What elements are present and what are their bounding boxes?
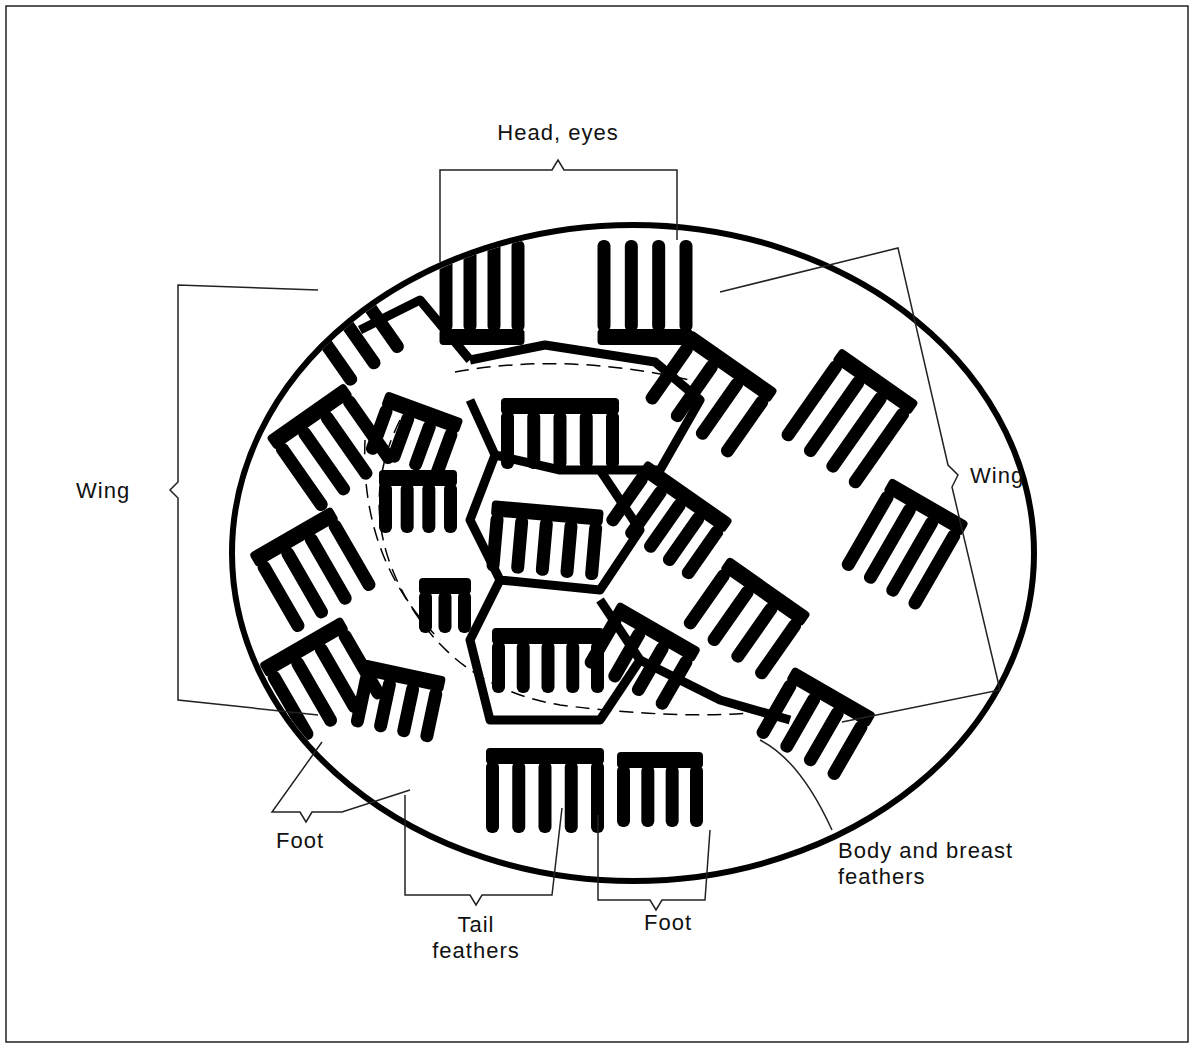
comb-finger: [652, 240, 665, 332]
motif-outline: [470, 580, 640, 720]
comb-motif: [301, 280, 406, 388]
comb-bar: [301, 280, 368, 333]
dashed-guide: [455, 364, 690, 380]
comb-finger: [566, 641, 579, 693]
comb-finger: [719, 393, 771, 459]
callout-bracket: [170, 285, 318, 715]
comb-finger: [492, 641, 505, 693]
part-label: Tail feathers: [426, 912, 526, 965]
dashed-guide: [365, 440, 440, 640]
comb-motif: [617, 752, 703, 827]
comb-bar: [379, 470, 457, 486]
comb-finger: [512, 761, 525, 833]
comb-finger: [336, 628, 386, 702]
comb-finger: [824, 390, 889, 475]
comb-finger: [439, 591, 452, 633]
motif-outline: [470, 455, 640, 590]
comb-finger: [825, 719, 869, 783]
comb-motif: [486, 500, 604, 580]
comb-finger: [666, 765, 679, 827]
comb-finger: [617, 765, 630, 827]
part-label: Wing: [76, 478, 176, 504]
comb-motif: [840, 478, 969, 612]
comb-motif: [604, 460, 733, 582]
comb-finger: [486, 761, 499, 833]
callout-bracket: [440, 160, 677, 262]
comb-motif: [779, 348, 919, 491]
callout-bracket: [720, 248, 1000, 722]
part-label: Body and breast feathers: [838, 838, 1053, 891]
comb-motif: [440, 240, 525, 345]
callout-bracket: [272, 742, 410, 822]
comb-finger: [554, 411, 567, 469]
comb-finger: [511, 515, 529, 574]
comb-finger: [407, 419, 437, 472]
bowl-rim: [232, 225, 1034, 881]
comb-finger: [560, 520, 578, 579]
callout-bracket: [760, 740, 832, 830]
part-label: Foot: [644, 910, 724, 936]
part-label: Foot: [276, 828, 356, 854]
comb-finger: [379, 483, 392, 533]
frame: [6, 6, 1188, 1042]
comb-finger: [625, 240, 638, 332]
bird-motifs: [249, 240, 969, 833]
comb-finger: [539, 761, 552, 833]
comb-motif: [249, 506, 378, 634]
comb-finger: [396, 682, 420, 739]
comb-motif: [259, 616, 387, 742]
comb-bar: [598, 329, 693, 345]
comb-finger: [906, 527, 962, 611]
comb-finger: [846, 405, 911, 490]
comb-finger: [779, 358, 844, 443]
comb-bar: [617, 752, 703, 768]
comb-motif: [379, 470, 457, 533]
comb-finger: [488, 240, 501, 332]
comb-finger: [458, 591, 471, 633]
comb-motif: [643, 330, 778, 460]
comb-motif: [754, 666, 876, 782]
comb-finger: [598, 240, 611, 332]
part-label: Wing: [970, 463, 1070, 489]
comb-finger: [542, 641, 555, 693]
comb-finger: [444, 483, 457, 533]
comb-finger: [419, 687, 443, 744]
comb-finger: [517, 641, 530, 693]
comb-motif: [681, 556, 811, 681]
comb-finger: [802, 374, 867, 459]
comb-finger: [326, 518, 377, 594]
comb-finger: [690, 765, 703, 827]
comb-finger: [401, 483, 414, 533]
comb-finger: [422, 483, 435, 533]
comb-finger: [565, 761, 578, 833]
part-label: Head, eyes: [468, 120, 648, 146]
comb-motif: [598, 240, 693, 345]
motif-outline: [640, 660, 790, 720]
motif-outline: [470, 345, 700, 470]
comb-finger: [641, 765, 654, 827]
comb-finger: [680, 240, 693, 332]
comb-finger: [585, 522, 603, 581]
dashed-guide: [379, 420, 760, 715]
comb-finger: [580, 411, 593, 469]
motif-outline: [360, 300, 470, 360]
comb-finger: [535, 517, 553, 576]
callout-bracket: [598, 815, 710, 910]
callout-bracket: [405, 795, 562, 905]
comb-motif: [486, 748, 604, 833]
comb-finger: [606, 411, 619, 469]
comb-finger: [440, 240, 453, 332]
comb-finger: [512, 240, 525, 332]
comb-motif: [266, 383, 397, 514]
comb-finger: [341, 393, 398, 466]
